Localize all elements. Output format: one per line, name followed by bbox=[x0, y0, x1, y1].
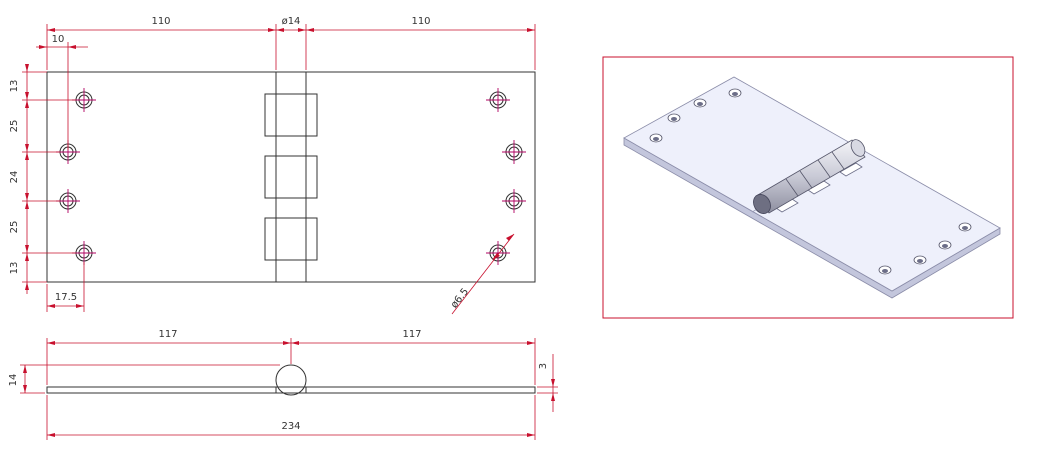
plate-outline bbox=[46, 71, 536, 283]
mounting-hole bbox=[486, 88, 510, 112]
dimension-height: 14 bbox=[8, 364, 280, 394]
hinge-pin-section bbox=[275, 364, 307, 396]
mounting-hole bbox=[728, 88, 742, 98]
mounting-hole bbox=[502, 140, 526, 164]
mounting-hole bbox=[56, 189, 80, 213]
svg-text:110: 110 bbox=[411, 16, 430, 27]
svg-text:17.5: 17.5 bbox=[55, 292, 77, 303]
dimension-width-right: 110 bbox=[306, 16, 536, 70]
svg-text:117: 117 bbox=[158, 329, 177, 340]
dimension-total-length: 234 bbox=[46, 395, 536, 440]
mounting-hole bbox=[958, 222, 972, 232]
svg-text:13: 13 bbox=[9, 80, 20, 93]
dimension-vertical-chain: 13 25 24 25 13 bbox=[9, 64, 76, 294]
dimension-width-left: 110 bbox=[46, 16, 277, 70]
dimension-thickness: 3 bbox=[537, 354, 558, 412]
svg-text:10: 10 bbox=[52, 34, 65, 45]
svg-text:14: 14 bbox=[8, 374, 19, 387]
dimension-hole-offset: 10 bbox=[36, 34, 88, 150]
dimension-edge-offset: 17.5 bbox=[46, 262, 85, 312]
dimension-half-left: 117 bbox=[46, 329, 292, 385]
mounting-hole bbox=[693, 98, 707, 108]
side-view: 117 117 234 14 bbox=[8, 329, 558, 440]
svg-text:25: 25 bbox=[9, 221, 20, 234]
mounting-hole bbox=[878, 265, 892, 275]
svg-text:117: 117 bbox=[402, 329, 421, 340]
mounting-hole bbox=[913, 255, 927, 265]
knuckle-slot bbox=[264, 155, 318, 199]
isometric-view bbox=[602, 56, 1014, 319]
mounting-hole bbox=[486, 241, 510, 265]
svg-text:234: 234 bbox=[281, 421, 300, 432]
svg-text:24: 24 bbox=[9, 171, 20, 184]
mounting-hole bbox=[667, 113, 681, 123]
knuckle-slot bbox=[839, 162, 863, 177]
plate-side-outline bbox=[46, 386, 536, 394]
isometric-frame bbox=[602, 56, 1014, 319]
svg-text:13: 13 bbox=[9, 262, 20, 275]
hinge-pin bbox=[753, 139, 866, 214]
svg-text:3: 3 bbox=[538, 363, 549, 369]
top-view: 110 ø14 110 10 bbox=[9, 16, 536, 315]
knuckle-slot bbox=[264, 217, 318, 261]
mounting-hole bbox=[649, 133, 663, 143]
svg-text:110: 110 bbox=[151, 16, 170, 27]
svg-text:25: 25 bbox=[9, 120, 20, 133]
knuckle-slot bbox=[264, 93, 318, 137]
dimension-hole-diameter: ø6.5 bbox=[449, 233, 515, 315]
dimension-half-right: 117 bbox=[291, 329, 536, 385]
svg-text:ø14: ø14 bbox=[282, 16, 301, 27]
svg-text:ø6.5: ø6.5 bbox=[449, 286, 471, 310]
mounting-hole bbox=[938, 240, 952, 250]
mounting-hole bbox=[502, 189, 526, 213]
dimension-hinge-diameter: ø14 bbox=[276, 16, 307, 70]
